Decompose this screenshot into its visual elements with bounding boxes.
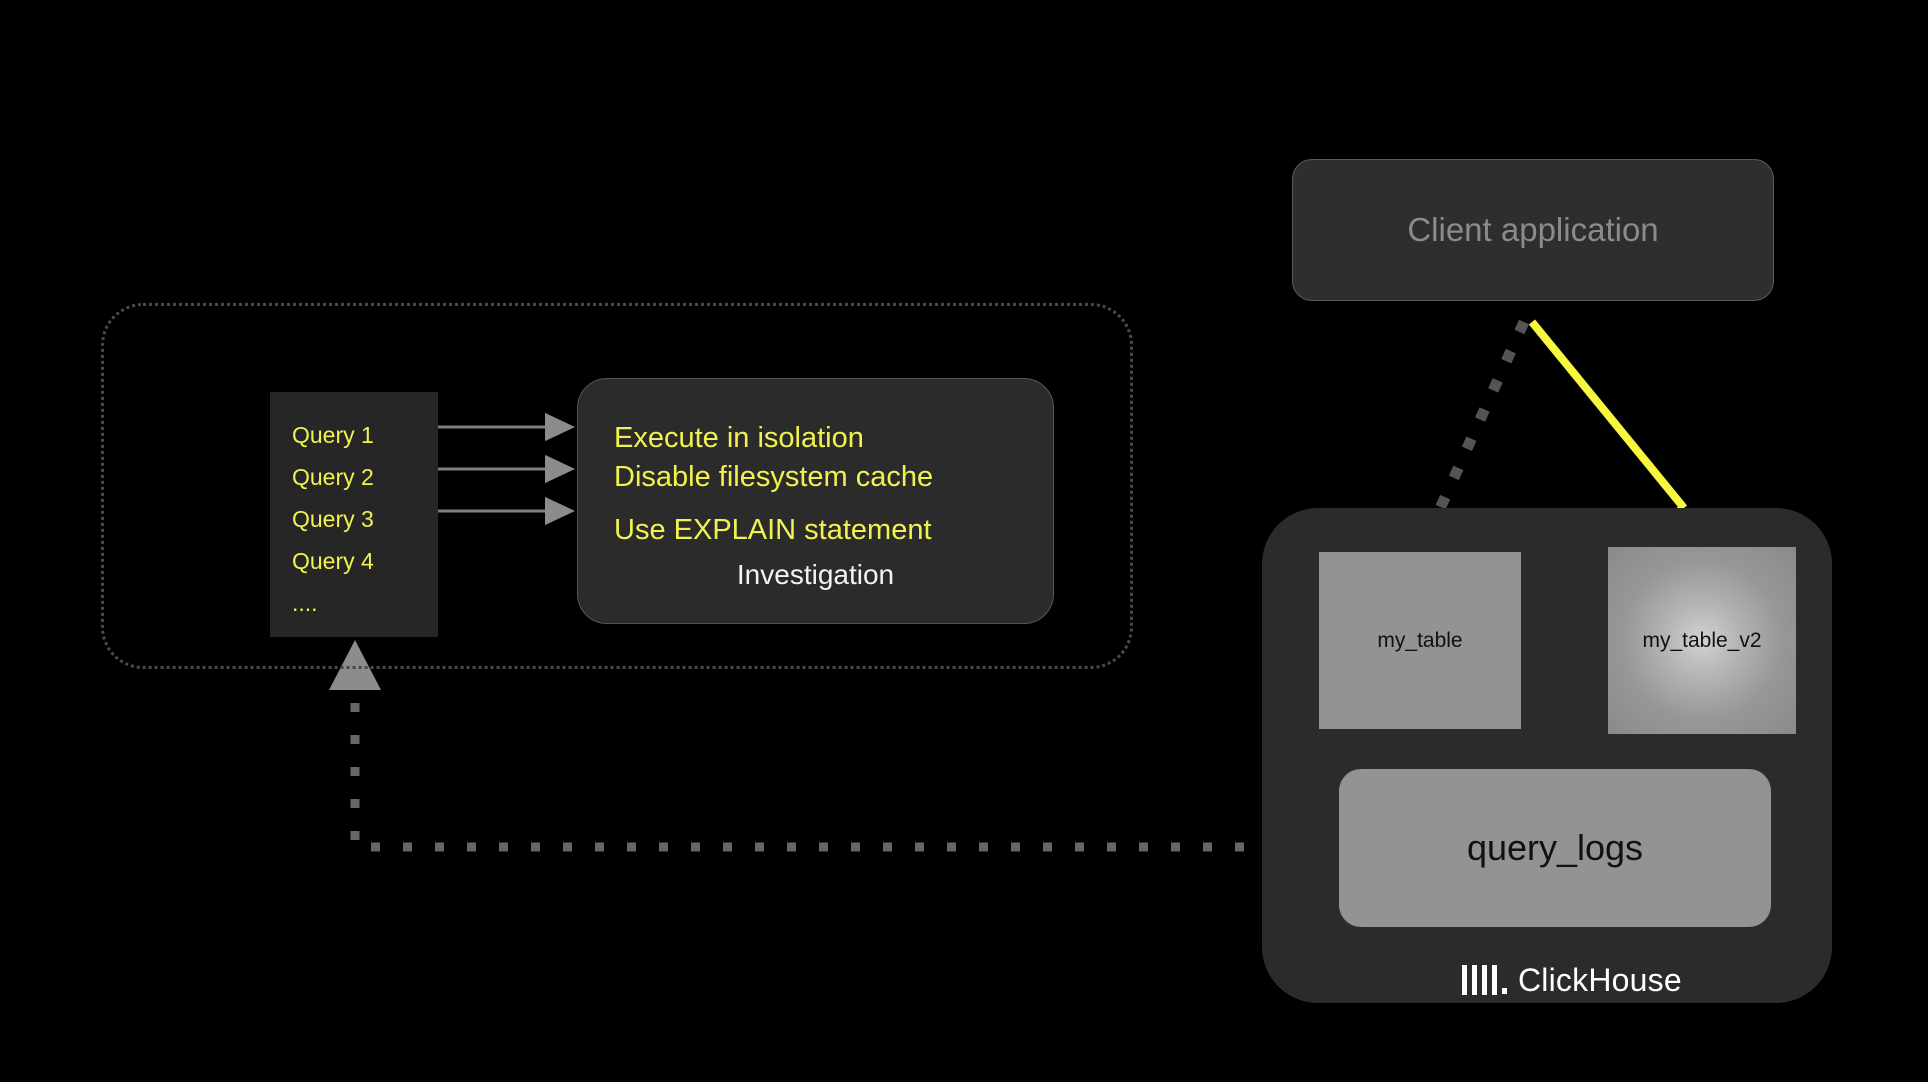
list-item[interactable]: Query 4	[292, 548, 374, 574]
list-item[interactable]: Query 3	[292, 506, 374, 532]
query-list[interactable]: Query 1 Query 2 Query 3 Query 4 ....	[270, 392, 438, 637]
investigation-step: Execute in isolation	[614, 422, 864, 454]
investigation-steps: Execute in isolation Disable filesystem …	[614, 419, 1034, 550]
investigation-step: Use EXPLAIN statement	[614, 514, 932, 546]
clickhouse-wordmark: ClickHouse	[1518, 961, 1682, 998]
client-application-label: Client application	[1407, 211, 1659, 248]
investigation-panel-title: Investigation	[736, 559, 895, 590]
table-my-table-v2: my_table_v2	[1608, 547, 1796, 734]
clickhouse-logo: ClickHouse	[1462, 962, 1682, 998]
clickhouse-bars-icon	[1462, 965, 1507, 995]
list-item[interactable]: ....	[292, 590, 318, 616]
table-label: my_table_v2	[1642, 628, 1762, 652]
table-label: query_logs	[1466, 827, 1644, 868]
table-label: my_table	[1377, 628, 1463, 652]
investigation-container	[101, 303, 1133, 669]
list-item[interactable]: Query 1	[292, 422, 374, 448]
list-item[interactable]: Query 2	[292, 464, 374, 490]
investigation-step: Disable filesystem cache	[614, 461, 934, 493]
client-application-box: Client application	[1292, 159, 1774, 301]
investigation-panel: Execute in isolation Disable filesystem …	[577, 378, 1054, 624]
table-my-table: my_table	[1319, 552, 1521, 729]
edge-query-logs-to-query-list	[329, 640, 1340, 852]
table-query-logs: query_logs	[1339, 769, 1771, 927]
